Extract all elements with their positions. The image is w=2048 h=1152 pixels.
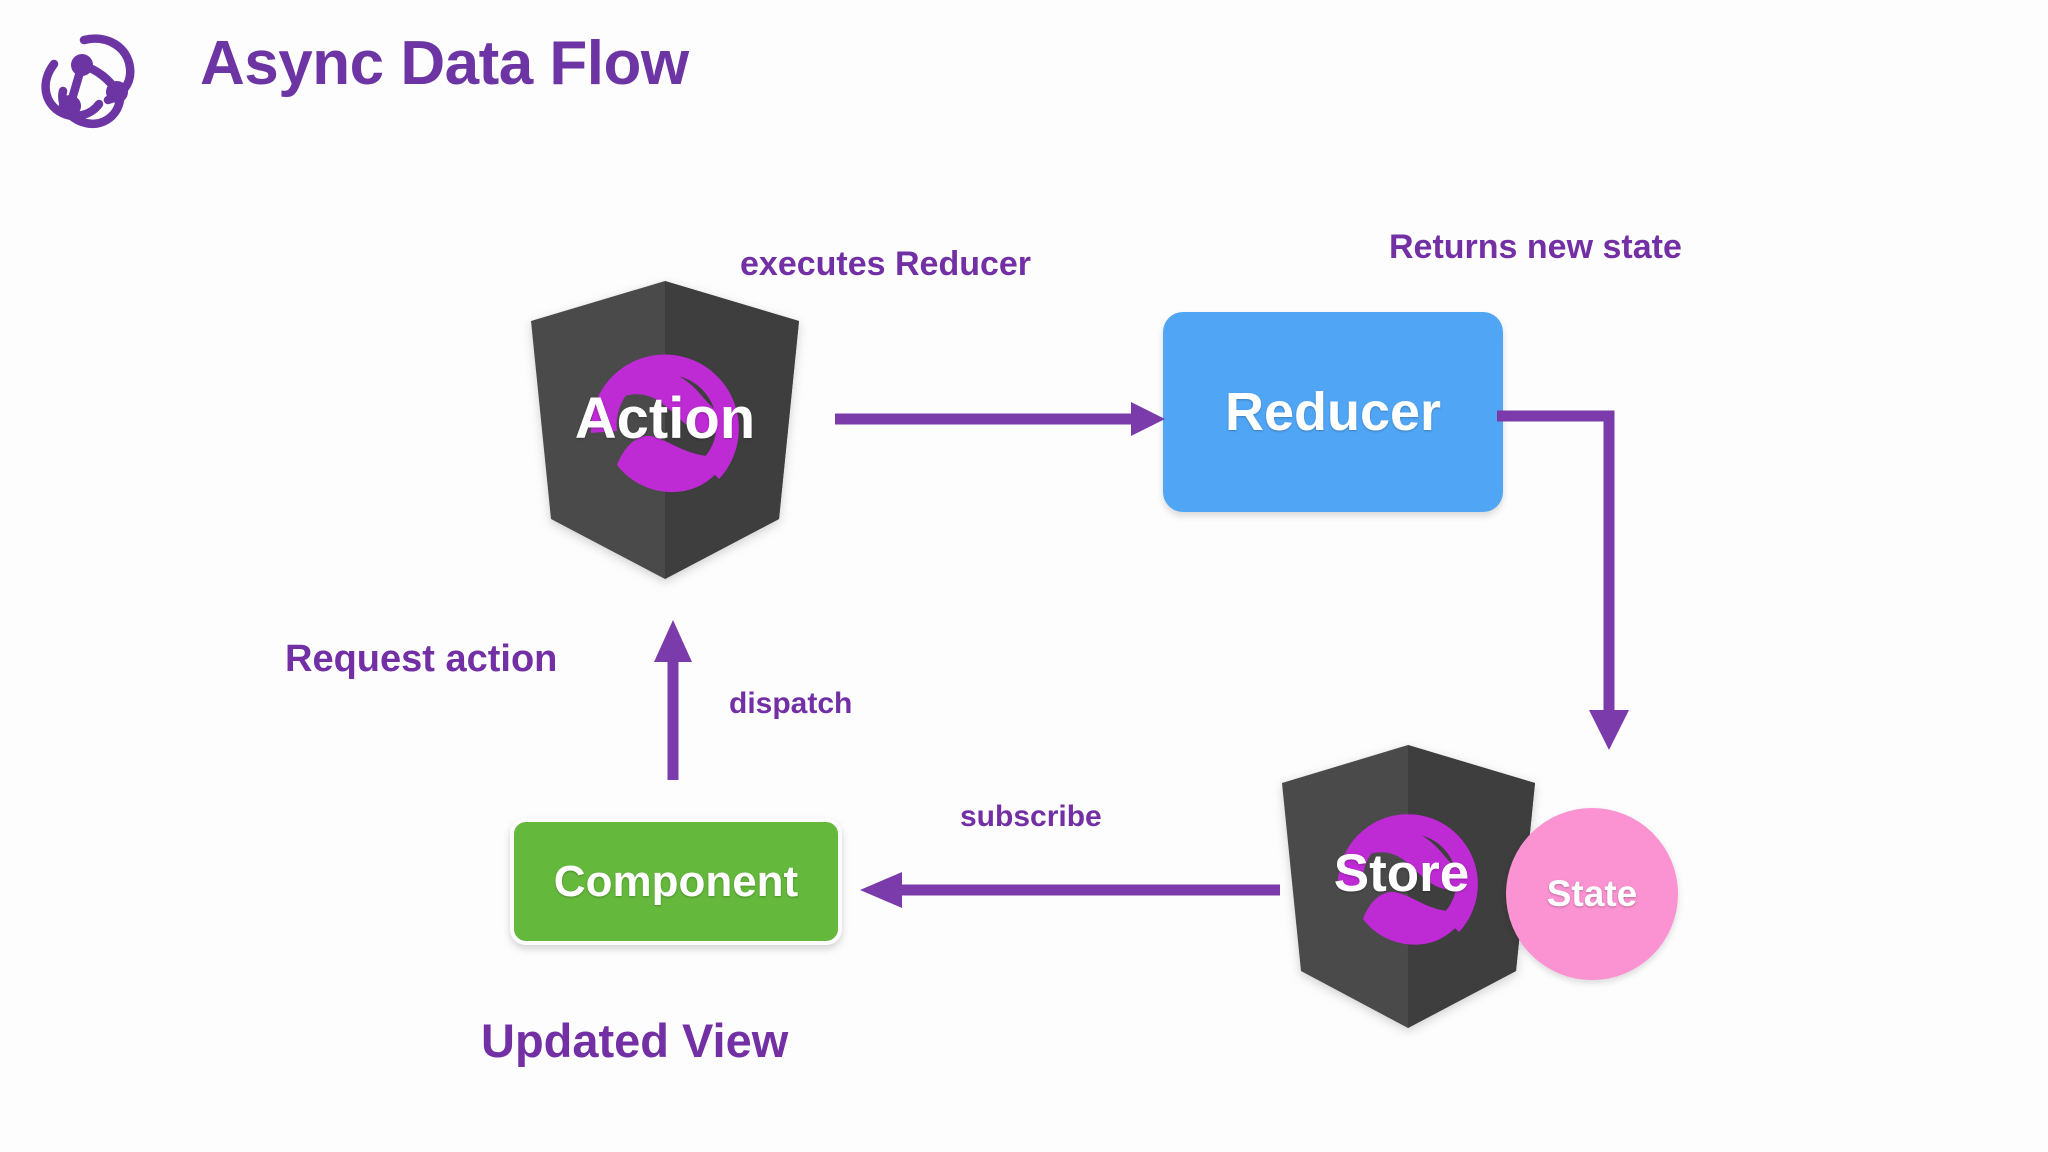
arrow-reducer-to-store: [1497, 410, 1629, 750]
arrow-component-to-action: [654, 620, 692, 780]
annotation-request-action: Request action: [285, 638, 558, 680]
edge-label-returns-new-state: Returns new state: [1389, 228, 1682, 266]
edge-label-dispatch: dispatch: [729, 687, 853, 720]
annotation-updated-view: Updated View: [481, 1014, 789, 1067]
node-component[interactable]: Component: [510, 818, 842, 945]
page-header: Async Data Flow: [0, 0, 2048, 160]
shield-shape-icon: [531, 281, 799, 579]
node-store-label: Store: [1333, 844, 1470, 903]
node-reducer-label: Reducer: [1224, 382, 1442, 442]
node-component-label: Component: [553, 856, 799, 906]
node-action-label: Action: [574, 386, 756, 451]
page-title: Async Data Flow: [200, 29, 689, 98]
arrow-action-to-reducer: [835, 402, 1165, 436]
node-state[interactable]: State: [1506, 808, 1678, 980]
redux-logo: [24, 14, 152, 142]
edge-label-subscribe: subscribe: [960, 800, 1102, 833]
node-reducer[interactable]: Reducer: [1163, 312, 1503, 512]
node-store[interactable]: Store: [1282, 745, 1535, 1028]
arrow-store-to-component: [860, 872, 1280, 908]
edge-label-executes-reducer: executes Reducer: [740, 245, 1032, 283]
shield-shape-icon: [1282, 745, 1535, 1028]
node-state-label: State: [1546, 873, 1638, 914]
node-action[interactable]: Action: [531, 281, 799, 579]
